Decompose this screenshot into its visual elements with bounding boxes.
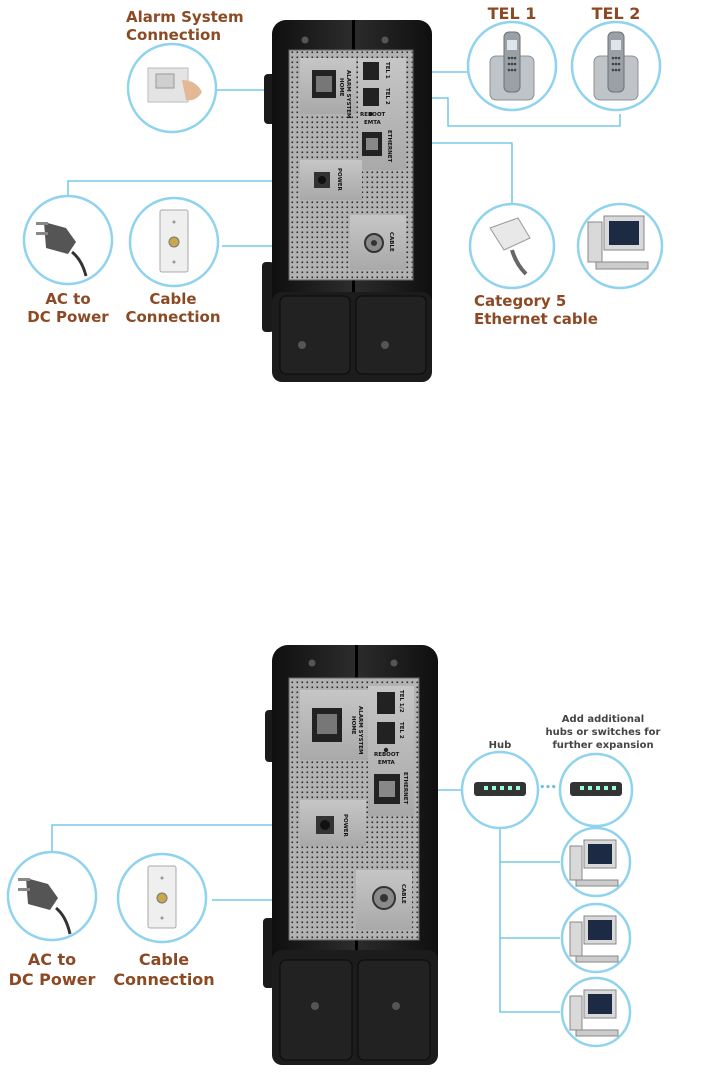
add-label-line1: Add additional [561,714,645,725]
computer-circle [576,202,664,290]
alarm-label-line2: Connection [126,26,222,44]
tel1-circle [466,20,558,112]
plug-icon [26,878,58,910]
tower-icon [587,221,603,263]
port-label-power-2: POWER [342,814,348,838]
tel2-circle [570,20,662,112]
ac-label-line2-2: DC Power [8,970,96,989]
rj45-plug-icon [489,217,531,251]
power-line [67,180,320,195]
ac-power-circle [22,194,114,286]
ac-power-circle-2 [6,850,98,942]
ethernet-label-line1: Category 5 [474,292,567,310]
port-label-home-2: HOME [350,716,356,735]
keyboard-icon [595,261,649,270]
additional-hub-circle [558,752,634,828]
pc-circle-2 [560,902,632,974]
port-label-home: HOME [338,78,344,97]
port-label-ethernet-2: ETHERNET [402,772,408,804]
ethernet-cable-circle [468,202,556,290]
pc-circle-3 [560,976,632,1048]
top-diagram: HOME ALARM SYSTEM TEL 1 TEL 2 REBOOT EMT… [22,20,664,382]
hub-branch-line [499,822,560,1013]
port-label-reboot: REBOOT [360,112,386,118]
ethernet-label-line2: Ethernet cable [474,310,598,328]
hub-label: Hub [488,740,512,751]
alarm-system-circle [126,42,218,134]
port-label-reboot-2: REBOOT [374,752,400,758]
ac-label-line1: AC to [45,290,91,308]
ac-label-line2: DC Power [27,308,109,326]
pc-circle-1 [560,826,632,898]
cable-label-line1-2: Cable [138,950,190,969]
tel2-label: TEL 2 [591,4,641,23]
side-latch-bottom [262,262,274,332]
cord-icon [71,250,88,277]
bottom-diagram: HOME ALARM SYSTEM TEL 1/2 TEL 2 REBOOT E… [6,645,634,1065]
ac-label-line1-2: AC to [27,950,77,969]
port-label-emta: EMTA [364,120,382,126]
reboot-button [369,112,373,116]
port-label-alarm: ALARM SYSTEM [345,70,351,119]
cable-label-line2-2: Connection [113,970,215,989]
tel2-port [363,88,379,106]
port-label-ethernet: ETHERNET [386,130,392,162]
port-label-cable: CABLE [388,232,394,252]
port-label-tel2: TEL 2 [384,88,390,105]
cable-connection-circle-2 [116,852,208,944]
add-label-line2: hubs or switches for [545,727,661,738]
port-label-alarm-2: ALARM SYSTEM [357,706,363,755]
cable-connection-circle [128,196,220,288]
port-label-power: POWER [336,168,342,192]
port-label-tel1: TEL 1 [384,62,390,79]
cable-label-line2: Connection [125,308,221,326]
modem-device-bottom: HOME ALARM SYSTEM TEL 1/2 TEL 2 REBOOT E… [263,645,438,1065]
add-label-line3: further expansion [552,740,654,751]
port-label-emta-2: EMTA [378,760,396,766]
tel1-label: TEL 1 [487,4,537,23]
hand-icon [182,80,202,101]
hub-circle [460,750,540,830]
port-label-tel1-2: TEL 1/2 [398,690,404,713]
cable-label-line1: Cable [149,290,197,308]
tel1-port [363,62,379,80]
plug-icon [44,222,76,254]
modem-device-top: HOME ALARM SYSTEM TEL 1 TEL 2 REBOOT EMT… [262,20,432,382]
alarm-label-line1: Alarm System [126,8,244,26]
port-label-cable-2: CABLE [400,884,406,904]
ellipsis-indicator: ••• [539,783,557,793]
port-label-tel2-2: TEL 2 [398,722,404,739]
